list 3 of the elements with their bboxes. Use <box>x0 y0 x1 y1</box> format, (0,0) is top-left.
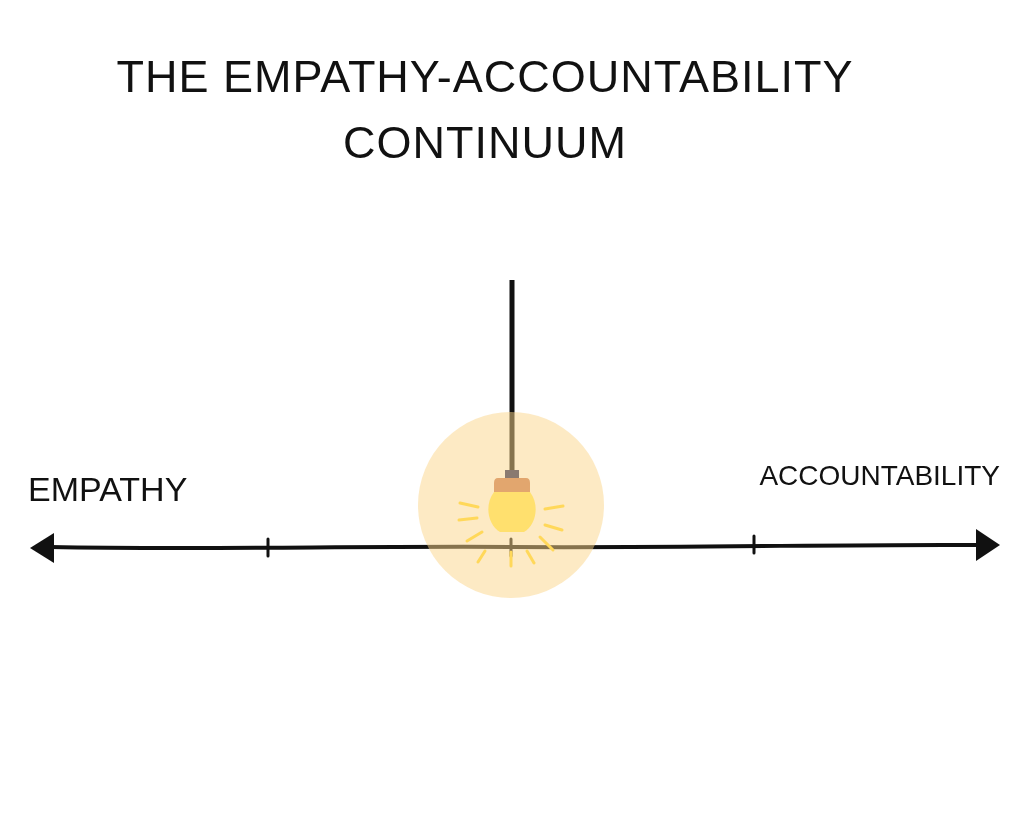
axis-end-label: EMPATHY <box>28 472 188 506</box>
axis-end-label: ACCOUNTABILITY <box>759 462 1000 490</box>
diagram-title: THE EMPATHY-ACCOUNTABILITY CONTINUUM <box>115 50 855 170</box>
